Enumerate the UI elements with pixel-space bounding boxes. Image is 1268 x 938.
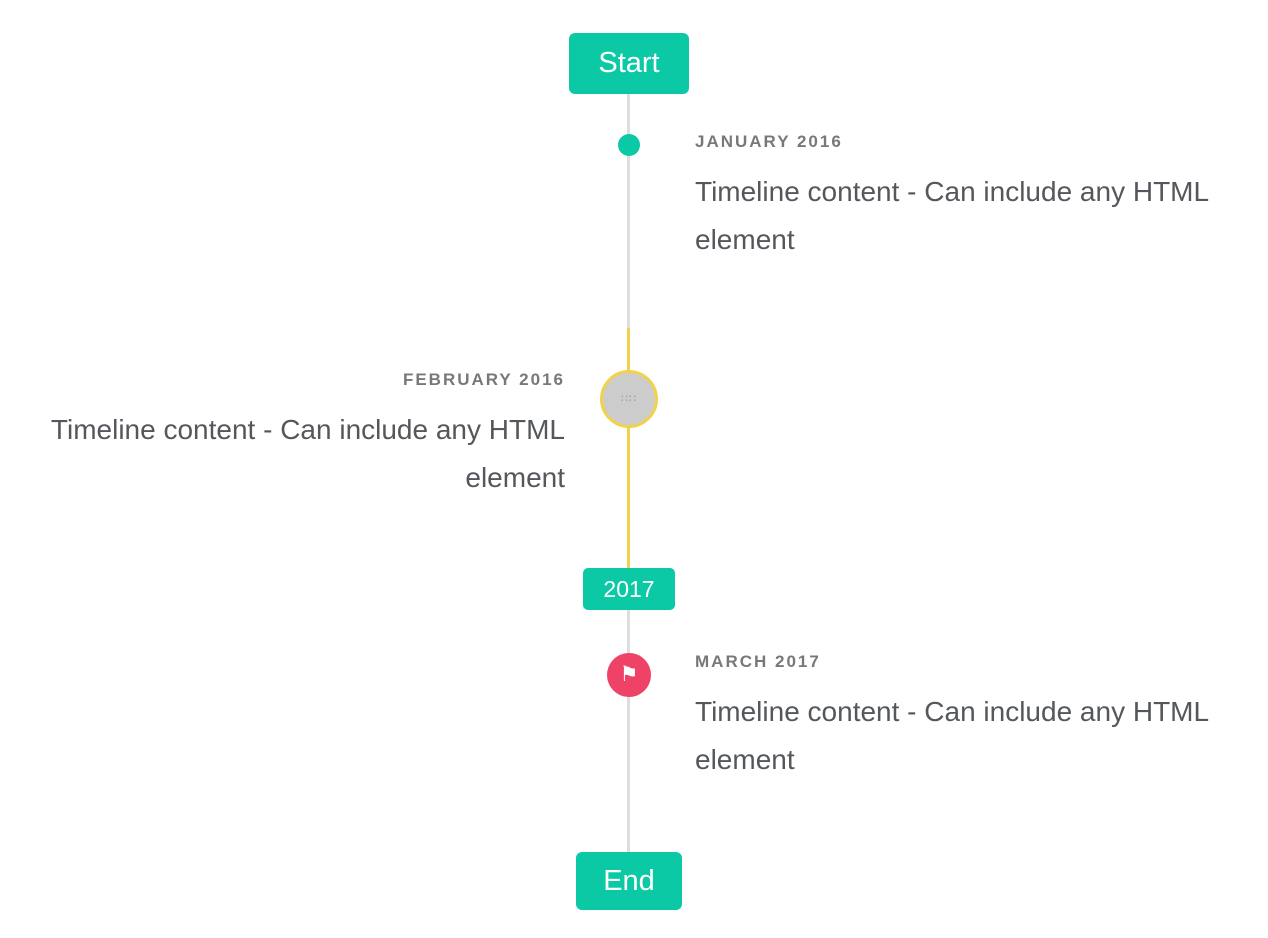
item-content: Timeline content - Can include any HTML … <box>50 414 565 493</box>
end-badge-label: End <box>603 864 655 897</box>
timeline-line-highlight <box>627 328 630 568</box>
item-content: Timeline content - Can include any HTML … <box>695 696 1209 775</box>
year-badge-label: 2017 <box>603 575 655 602</box>
timeline-image-marker: ∷∷ <box>600 370 658 428</box>
item-content: Timeline content - Can include any HTML … <box>695 176 1209 255</box>
year-badge: 2017 <box>583 568 675 610</box>
timeline-flag-marker: ⚑ <box>607 653 651 697</box>
timeline-dot-marker <box>618 134 640 156</box>
item-title: FEBRUARY 2016 <box>402 370 565 389</box>
end-badge: End <box>576 852 682 910</box>
item-title: JANUARY 2016 <box>695 132 843 151</box>
start-badge: Start <box>569 33 689 94</box>
timeline-item: FEBRUARY 2016 Timeline content - Can inc… <box>20 370 565 502</box>
timeline-item: JANUARY 2016 Timeline content - Can incl… <box>695 132 1240 264</box>
item-title: MARCH 2017 <box>695 652 821 671</box>
start-badge-label: Start <box>598 47 660 79</box>
timeline-item: MARCH 2017 Timeline content - Can includ… <box>695 652 1240 784</box>
image-placeholder-icon: ∷∷ <box>621 392 637 405</box>
flag-icon: ⚑ <box>619 662 639 686</box>
